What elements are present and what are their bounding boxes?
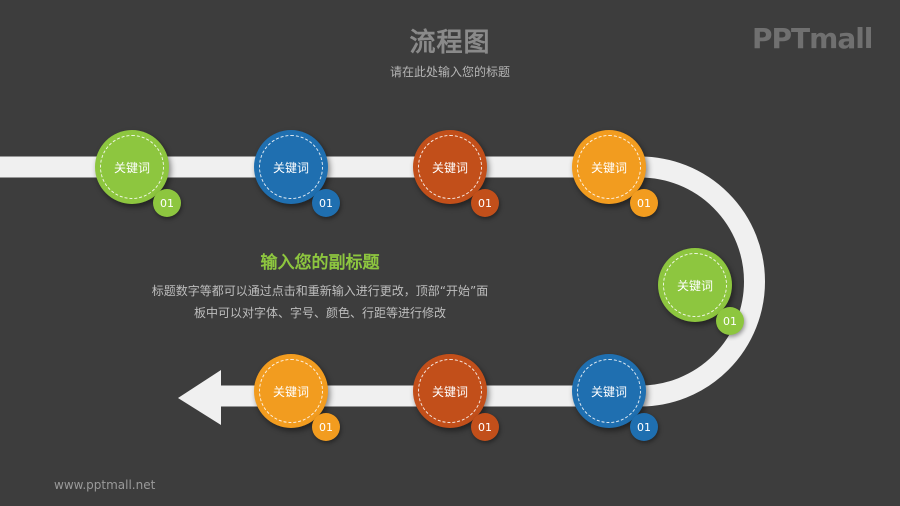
node-label: 关键词 xyxy=(272,160,309,175)
node-label: 关键词 xyxy=(590,160,627,175)
node-badge: 01 xyxy=(312,413,340,441)
flow-node-6[interactable]: 关键词 xyxy=(572,354,646,428)
node-label: 关键词 xyxy=(272,384,309,399)
node-label: 关键词 xyxy=(676,278,713,293)
node-badge: 01 xyxy=(630,189,658,217)
dashed-ring xyxy=(418,359,482,423)
node-badge: 01 xyxy=(471,413,499,441)
dashed-ring xyxy=(259,359,323,423)
flow-path-track xyxy=(0,156,765,407)
footer-url: www.pptmall.net xyxy=(54,478,156,492)
flow-node-2[interactable]: 关键词 xyxy=(254,130,328,204)
dashed-ring xyxy=(259,135,323,199)
node-badge: 01 xyxy=(630,413,658,441)
description-line-1: 标题数字等都可以通过点击和重新输入进行更改，顶部“开始”面 xyxy=(151,284,489,298)
node-badge: 01 xyxy=(312,189,340,217)
node-badge: 01 xyxy=(716,307,744,335)
node-label: 关键词 xyxy=(590,384,627,399)
dashed-ring xyxy=(100,135,164,199)
dashed-ring xyxy=(577,359,641,423)
dashed-ring xyxy=(418,135,482,199)
node-label: 关键词 xyxy=(431,384,468,399)
description: 标题数字等都可以通过点击和重新输入进行更改，顶部“开始”面 板中可以对字体、字号… xyxy=(120,280,520,324)
node-badge: 01 xyxy=(153,189,181,217)
brand-logo: PPTmall xyxy=(752,22,873,55)
page-title: 流程图 xyxy=(409,28,491,58)
flow-node-7[interactable]: 关键词 xyxy=(413,354,487,428)
node-badge: 01 xyxy=(471,189,499,217)
node-label: 关键词 xyxy=(431,160,468,175)
dashed-ring xyxy=(577,135,641,199)
dashed-ring xyxy=(663,253,727,317)
description-line-2: 板中可以对字体、字号、颜色、行距等进行修改 xyxy=(193,306,446,320)
arrow-head-icon xyxy=(178,370,221,425)
page-subtitle: 请在此处输入您的标题 xyxy=(389,65,510,79)
subheading: 输入您的副标题 xyxy=(260,253,380,273)
node-label: 关键词 xyxy=(113,160,150,175)
